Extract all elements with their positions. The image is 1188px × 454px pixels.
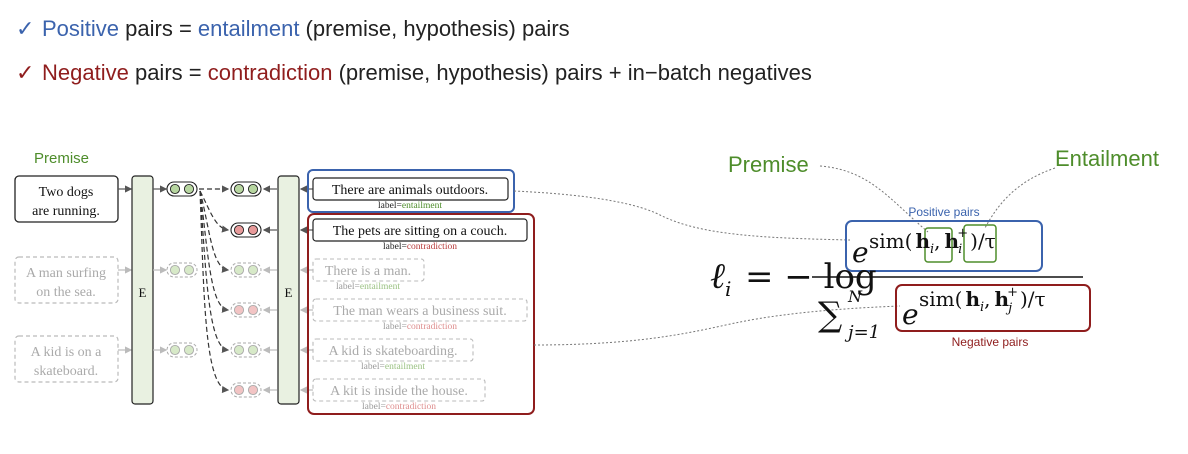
hypothesis-embedding xyxy=(230,181,262,197)
encoder-right: E xyxy=(277,175,300,405)
bullet-text: (premise, hypothesis) pairs + in−batch n… xyxy=(332,60,812,85)
premise-annotation: Premise xyxy=(728,152,809,177)
hypothesis-text: A kid is skateboarding. xyxy=(328,344,457,359)
hypothesis-embedding xyxy=(230,302,262,318)
hypothesis-label: label=entailment xyxy=(361,362,425,372)
positive-pairs-label: Positive pairs xyxy=(908,205,979,219)
negative-connector xyxy=(533,305,901,346)
premise-box: Two dogs are running. xyxy=(14,175,119,223)
entailment-annotation: Entailment xyxy=(1055,146,1159,171)
encoder-label: E xyxy=(285,285,293,300)
contrastive-loss-formula: ℓi = − log e sim(hi,hi+)/τ ∑ N j=1 e sim… xyxy=(710,226,1083,343)
loss-symbol: ℓi xyxy=(710,256,731,301)
premise-embedding xyxy=(166,262,198,278)
premise-highlight xyxy=(924,227,953,263)
entailment-pointer xyxy=(984,167,1056,229)
numerator-exponent: sim(hi,hi+)/τ xyxy=(869,226,996,257)
hypothesis-text: The pets are sitting on a couch. xyxy=(333,224,508,239)
hypothesis-label: label=contradiction xyxy=(383,322,457,332)
negative-pairs-label: Negative pairs xyxy=(952,335,1029,349)
denominator-base: e xyxy=(902,298,919,331)
hypothesis-text: The man wears a business suit. xyxy=(333,304,506,319)
premise-text: are running. xyxy=(32,204,100,219)
hypothesis-text: There are animals outdoors. xyxy=(332,183,488,198)
hypothesis-box: The pets are sitting on a couch. label=c… xyxy=(312,218,528,252)
negative-group-frame xyxy=(307,213,535,415)
denominator-exponent: sim(hi,hj+)/τ xyxy=(919,285,1046,316)
premise-text: skateboard. xyxy=(34,364,98,379)
hypothesis-label: label=entailment xyxy=(378,201,442,211)
hypothesis-embedding xyxy=(230,262,262,278)
sum-lower: j=1 xyxy=(844,322,880,343)
bullet-negative: ✓ Negative pairs = contradiction (premise… xyxy=(16,60,812,86)
hypothesis-label: label=contradiction xyxy=(383,242,457,252)
hypothesis-embedding xyxy=(230,382,262,398)
hypothesis-label: label=entailment xyxy=(336,282,400,292)
premise-text: A man surfing xyxy=(26,266,106,281)
hypothesis-label: label=contradiction xyxy=(362,402,436,412)
sum-upper: N xyxy=(847,287,863,306)
encoder-left: E xyxy=(131,175,154,405)
premise-text: A kid is on a xyxy=(31,345,103,360)
denominator-frame xyxy=(895,284,1091,332)
hypothesis-box: A kid is skateboarding. label=entailment xyxy=(312,338,474,372)
bullet-text: pairs = xyxy=(128,60,208,85)
entailment-word: entailment xyxy=(197,16,300,41)
encoder-label: E xyxy=(139,285,147,300)
sum-symbol: ∑ xyxy=(818,295,842,335)
bullet-text: pairs = xyxy=(119,16,198,41)
positive-word: Positive xyxy=(42,16,120,41)
comparison-links xyxy=(198,185,230,394)
premise-text: on the sea. xyxy=(36,285,95,300)
numerator-frame xyxy=(845,220,1043,272)
check-icon: ✓ xyxy=(16,16,35,41)
hypothesis-text: There is a man. xyxy=(325,264,411,279)
numerator: e xyxy=(852,236,869,269)
bullet-positive: ✓ Positive pairs = entailment (premise, h… xyxy=(16,16,570,42)
premise-embedding xyxy=(166,181,198,197)
premise-embedding xyxy=(166,342,198,358)
hypothesis-box: There are animals outdoors. label=entail… xyxy=(312,177,509,211)
negative-word: Negative xyxy=(42,60,129,85)
positive-connector xyxy=(513,190,851,241)
hypothesis-text: A kit is inside the house. xyxy=(330,384,468,399)
hypothesis-box: The man wears a business suit. label=con… xyxy=(312,298,528,332)
check-icon: ✓ xyxy=(16,60,35,85)
contradiction-word: contradiction xyxy=(207,60,333,85)
bullet-text: (premise, hypothesis) pairs xyxy=(299,16,570,41)
hypothesis-box: A kit is inside the house. label=contrad… xyxy=(312,378,486,412)
premise-header: Premise xyxy=(34,150,89,167)
hypothesis-embedding xyxy=(230,222,262,238)
hypothesis-box: There is a man. label=entailment xyxy=(312,258,425,292)
premise-box: A man surfing on the sea. xyxy=(14,256,119,304)
premise-text: Two dogs xyxy=(39,185,94,200)
premise-box: A kid is on a skateboard. xyxy=(14,335,119,383)
hypothesis-embedding xyxy=(230,342,262,358)
entailment-highlight xyxy=(963,224,997,263)
premise-pointer xyxy=(819,165,929,233)
